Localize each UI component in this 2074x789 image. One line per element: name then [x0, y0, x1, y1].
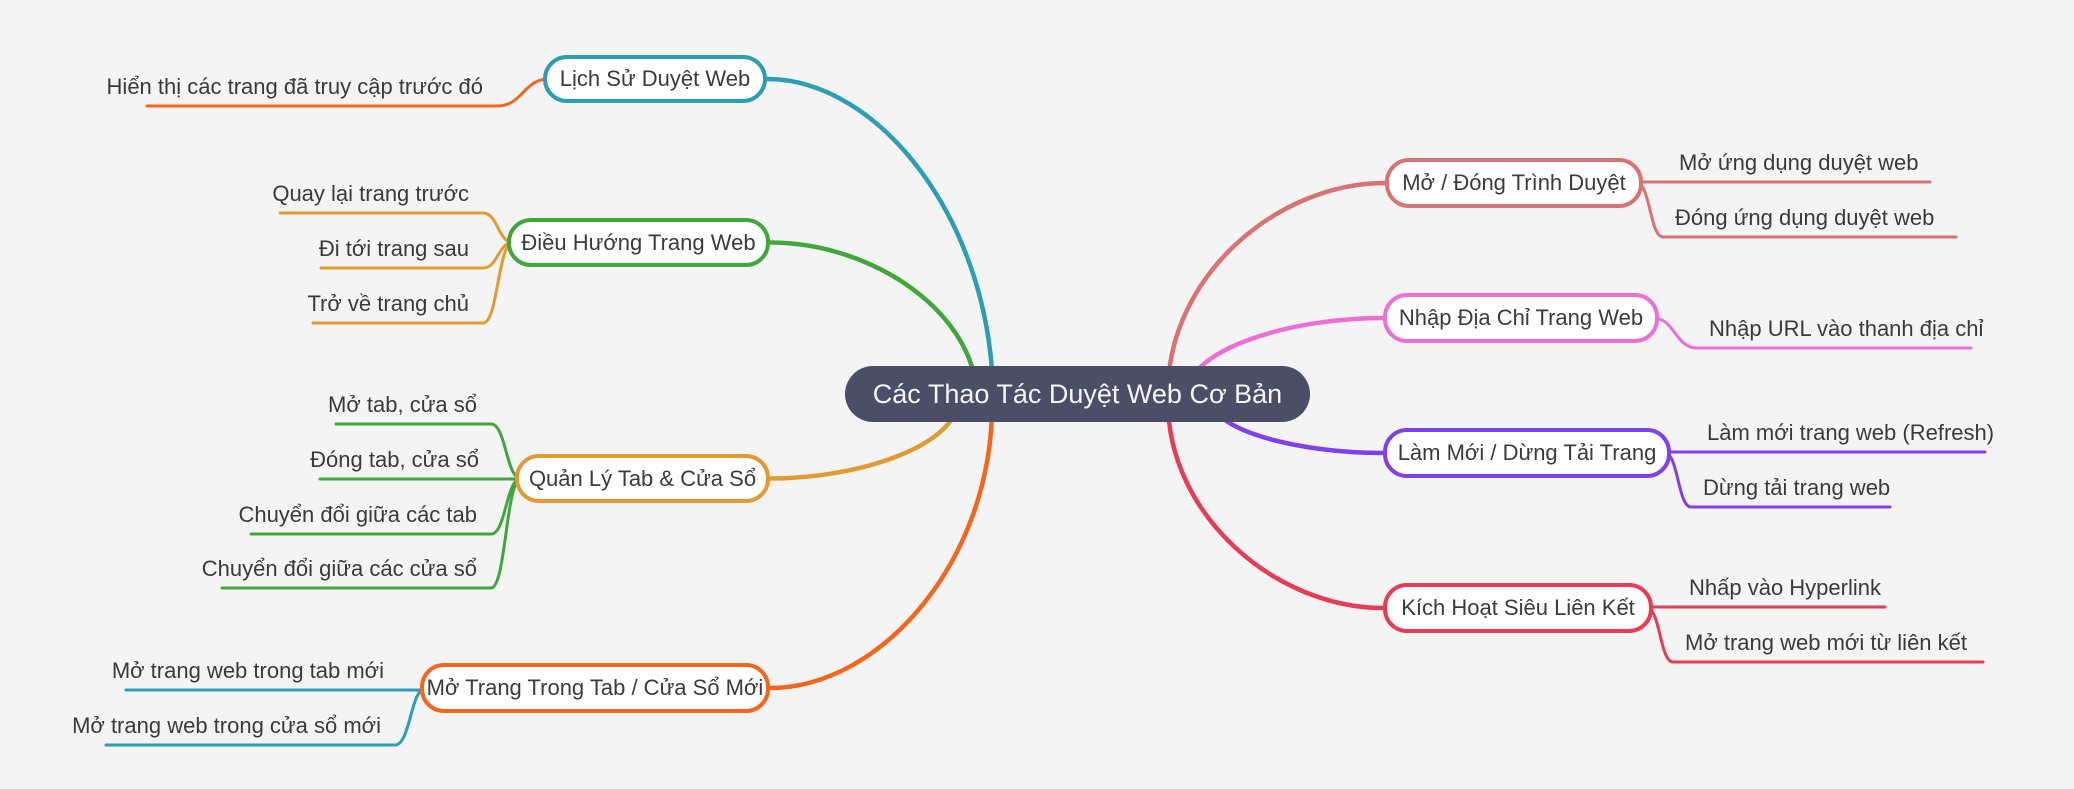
trunk-link-open-close-browser	[1165, 180, 1388, 395]
child-topic[interactable]: Dừng tải trang web	[1703, 475, 1891, 500]
child-topic[interactable]: Mở trang web trong cửa sổ mới	[72, 713, 381, 738]
child-topic[interactable]: Hiển thị các trang đã truy cập trước đó	[106, 74, 483, 99]
child-topic[interactable]: Mở ứng dụng duyệt web	[1679, 150, 1919, 175]
child-link	[145, 77, 551, 108]
child-topic[interactable]: Mở tab, cửa sổ	[328, 392, 477, 417]
child-topic[interactable]: Mở trang web trong tab mới	[111, 658, 384, 683]
child-topic[interactable]: Chuyển đổi giữa các tab	[238, 502, 477, 527]
branch-node-tab-window[interactable]: Quản Lý Tab & Cửa Sổ	[515, 454, 770, 503]
child-topic[interactable]: Chuyển đổi giữa các cửa sổ	[201, 556, 477, 581]
child-topic[interactable]: Đi tới trang sau	[318, 236, 469, 261]
branch-node-enter-address[interactable]: Nhập Địa Chỉ Trang Web	[1383, 293, 1659, 343]
child-topic[interactable]: Mở trang web mới từ liên kết	[1685, 630, 1968, 655]
branch-node-navigation[interactable]: Điều Hướng Trang Web	[507, 218, 770, 267]
child-topic[interactable]: Trở về trang chủ	[307, 291, 469, 316]
child-topic[interactable]: Làm mới trang web (Refresh)	[1707, 420, 1995, 445]
root-node[interactable]: Các Thao Tác Duyệt Web Cơ Bản	[845, 366, 1310, 422]
branch-node-activate-hyperlink[interactable]: Kích Hoạt Siêu Liên Kết	[1383, 583, 1653, 633]
child-topic[interactable]: Quay lại trang trước	[272, 181, 469, 206]
trunk-link-history	[764, 76, 996, 403]
child-link	[1651, 316, 1973, 350]
trunk-link-open-in-new	[767, 402, 995, 691]
trunk-link-activate-hyperlink	[1165, 399, 1386, 611]
child-topic[interactable]: Đóng ứng dụng duyệt web	[1675, 205, 1935, 230]
child-topic[interactable]: Đóng tab, cửa sổ	[310, 447, 479, 472]
branch-node-open-in-new[interactable]: Mở Trang Trong Tab / Cửa Sổ Mới	[420, 663, 770, 713]
branch-node-refresh-stop[interactable]: Làm Mới / Dừng Tải Trang	[1383, 428, 1671, 478]
branch-node-history[interactable]: Lịch Sử Duyệt Web	[543, 55, 767, 103]
branch-node-open-close-browser[interactable]: Mở / Đóng Trình Duyệt	[1385, 158, 1643, 208]
child-topic[interactable]: Nhấp vào Hyperlink	[1689, 575, 1881, 600]
child-topic[interactable]: Nhập URL vào thanh địa chỉ	[1709, 316, 1984, 341]
